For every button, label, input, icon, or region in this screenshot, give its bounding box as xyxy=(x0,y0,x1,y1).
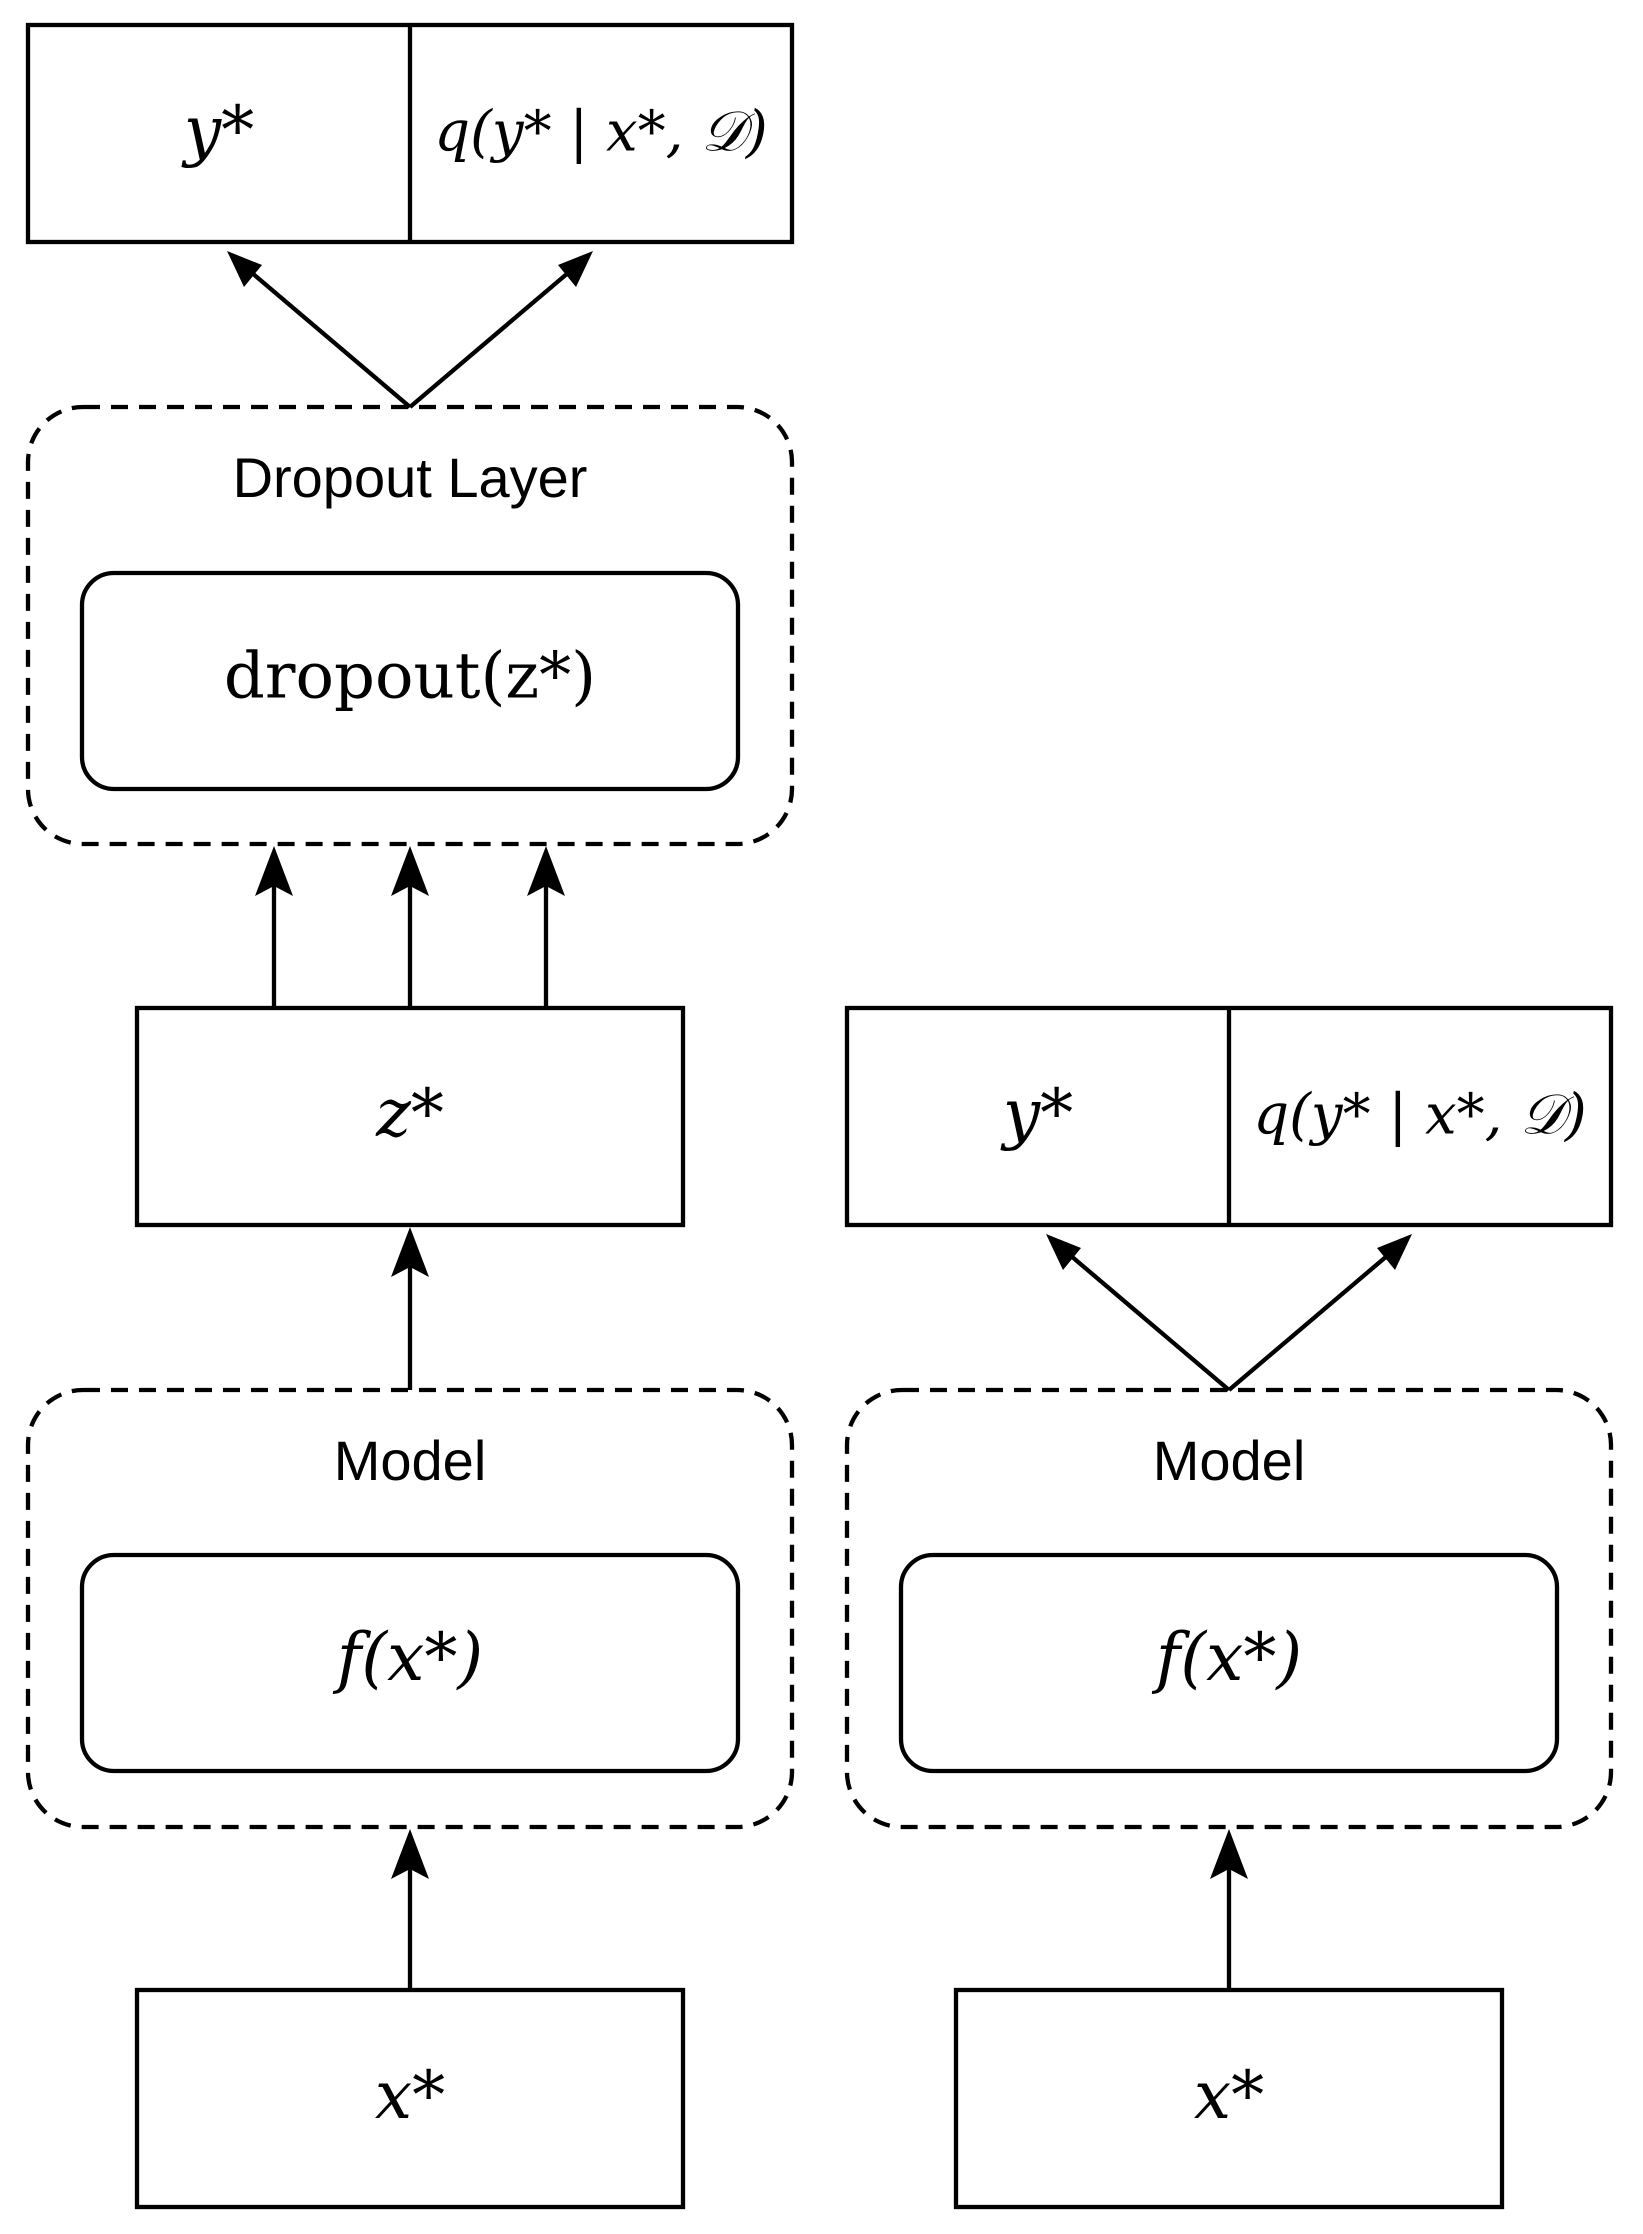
right-model-func-label: f(x*) xyxy=(1151,1619,1302,1696)
dropout-layer-group: Dropout Layer dropout(z*) xyxy=(25,404,795,847)
latent-box: z* xyxy=(134,1005,686,1228)
left-model-input-edge xyxy=(391,1829,429,1990)
left-input-label: x* xyxy=(375,2057,445,2134)
latent-input-edge xyxy=(391,1227,429,1390)
latent-label: z* xyxy=(375,1075,444,1152)
right-model-group: Model f(x*) xyxy=(844,1387,1614,1830)
left-model-func-box xyxy=(79,1552,741,1774)
left-output-prob-label: q(y* | x*, 𝒟) xyxy=(434,100,768,165)
left-output-pred-label: y* xyxy=(181,92,254,169)
dropout-input-edges xyxy=(255,846,565,1008)
right-model-input-edge xyxy=(1210,1829,1248,1990)
left-output-box: y* q(y* | x*, 𝒟) xyxy=(25,22,795,245)
right-model-title: Model xyxy=(1153,1429,1306,1492)
left-model-title: Model xyxy=(334,1429,487,1492)
left-output-edges xyxy=(227,251,593,409)
dropout-layer-title: Dropout Layer xyxy=(233,446,588,509)
left-input-box: x* xyxy=(134,1987,686,2210)
left-model-group: Model f(x*) xyxy=(25,1387,795,1830)
right-input-box: x* xyxy=(953,1987,1505,2210)
dropout-func-box xyxy=(79,570,741,792)
right-input-label: x* xyxy=(1194,2057,1264,2134)
right-output-pred-label: y* xyxy=(1000,1075,1073,1152)
left-model-func-label: f(x*) xyxy=(332,1619,483,1696)
right-output-edges xyxy=(1046,1234,1412,1392)
dropout-func-label: dropout(z*) xyxy=(224,640,596,714)
right-output-prob-label: q(y* | x*, 𝒟) xyxy=(1253,1083,1587,1148)
right-output-box: y* q(y* | x*, 𝒟) xyxy=(844,1005,1614,1228)
right-model-func-box xyxy=(898,1552,1560,1774)
